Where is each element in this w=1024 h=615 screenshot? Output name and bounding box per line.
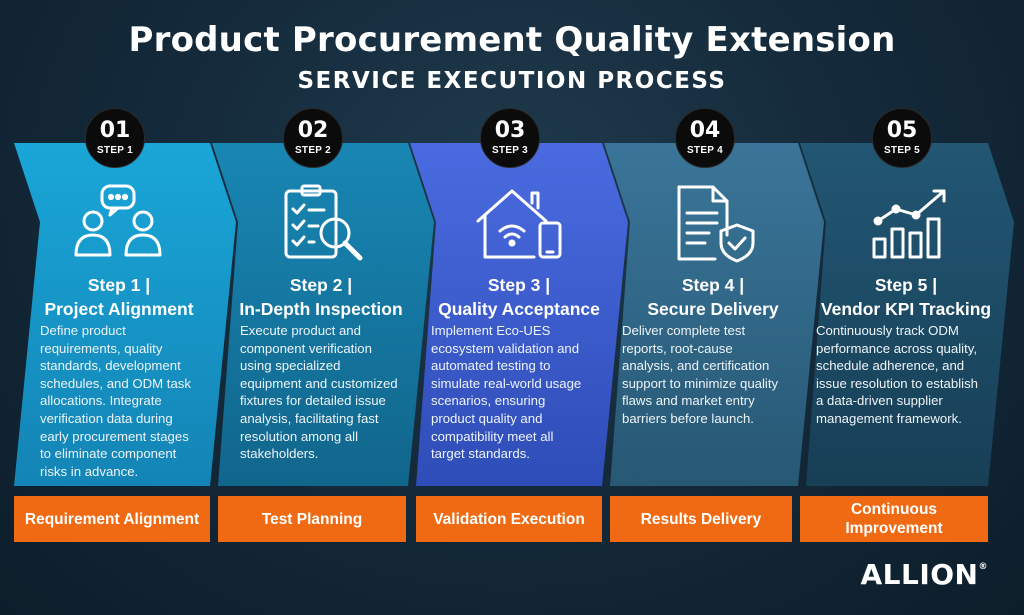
smart-home-icon bbox=[476, 189, 562, 259]
step-title-1: Step 1 | Project Alignment bbox=[34, 273, 204, 321]
step-title-2: Step 2 | In-Depth Inspection bbox=[226, 273, 416, 321]
step-badge-label: STEP 3 bbox=[491, 145, 529, 156]
people-chat-icon bbox=[74, 184, 162, 257]
chevron-step-2 bbox=[212, 143, 434, 486]
chevron-step-5 bbox=[800, 143, 1014, 486]
step-badge-label: STEP 2 bbox=[294, 145, 332, 156]
step-description-1: Define product requirements, quality sta… bbox=[40, 323, 191, 479]
step-description-3: Implement Eco-UES ecosystem validation a… bbox=[431, 323, 582, 462]
phase-label-2: Test Planning bbox=[218, 496, 406, 542]
step-title-3: Step 3 | Quality Acceptance bbox=[424, 273, 614, 321]
step-title-line: Project Alignment bbox=[44, 299, 194, 319]
step-title-line: Step 2 | bbox=[289, 275, 353, 295]
step-title-line: Step 5 | bbox=[874, 275, 938, 295]
step-number: 05 bbox=[886, 118, 918, 143]
step-title-4: Step 4 | Secure Delivery bbox=[618, 273, 808, 321]
step-title-line: Vendor KPI Tracking bbox=[820, 299, 992, 319]
page-title: Product Procurement Quality Extension bbox=[128, 20, 896, 60]
growth-chart-icon bbox=[872, 189, 946, 259]
phase-label-1: Requirement Alignment bbox=[14, 496, 210, 542]
step-description-2: Execute product and component verificati… bbox=[240, 323, 398, 462]
step-badge-3: 03 STEP 3 bbox=[480, 108, 540, 168]
phase-label-5: Continuous Improvement bbox=[800, 496, 988, 542]
chevron-step-1 bbox=[14, 143, 236, 486]
step-title-line: Secure Delivery bbox=[647, 299, 779, 319]
chevron-step-4 bbox=[604, 143, 824, 486]
chevron-step-3 bbox=[410, 143, 628, 486]
step-number: 01 bbox=[99, 118, 131, 143]
step-badge-1: 01 STEP 1 bbox=[85, 108, 145, 168]
step-number: 02 bbox=[297, 118, 329, 143]
page-subtitle: SERVICE EXECUTION PROCESS bbox=[297, 68, 727, 94]
step-title-line: Step 4 | bbox=[681, 275, 745, 295]
step-badge-label: STEP 5 bbox=[883, 145, 921, 156]
step-badge-label: STEP 4 bbox=[686, 145, 724, 156]
phase-label-4: Results Delivery bbox=[610, 496, 792, 542]
allion-logo: ALLION® bbox=[860, 558, 988, 591]
document-shield-icon bbox=[677, 185, 755, 263]
step-title-line: In-Depth Inspection bbox=[239, 299, 403, 319]
step-description-4: Deliver complete test reports, root-caus… bbox=[622, 323, 779, 426]
step-badge-2: 02 STEP 2 bbox=[283, 108, 343, 168]
checklist-magnifier-icon bbox=[284, 184, 363, 261]
step-badge-5: 05 STEP 5 bbox=[872, 108, 932, 168]
step-badge-4: 04 STEP 4 bbox=[675, 108, 735, 168]
logo-text: ALLION bbox=[860, 558, 979, 591]
step-title-line: Step 1 | bbox=[87, 275, 151, 295]
step-number: 03 bbox=[494, 118, 526, 143]
step-title-line: Quality Acceptance bbox=[438, 299, 600, 319]
registered-mark: ® bbox=[978, 562, 988, 572]
phase-label-3: Validation Execution bbox=[416, 496, 602, 542]
step-title-line: Step 3 | bbox=[487, 275, 551, 295]
step-title-5: Step 5 | Vendor KPI Tracking bbox=[806, 273, 1006, 321]
step-description-5: Continuously track ODM performance acros… bbox=[816, 323, 979, 426]
step-number: 04 bbox=[689, 118, 721, 143]
step-badge-label: STEP 1 bbox=[96, 145, 134, 156]
